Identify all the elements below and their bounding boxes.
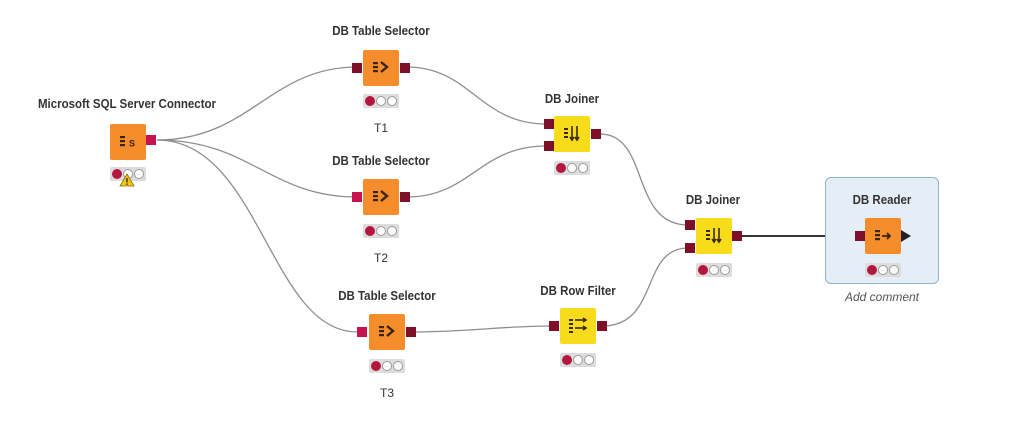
input-port-db[interactable] — [855, 231, 865, 241]
connection-t1-to-joiner1[interactable] — [406, 66, 547, 125]
status-light-yellow — [376, 226, 386, 236]
status-light-red — [365, 96, 375, 106]
connection-connector-to-t2[interactable] — [156, 139, 358, 198]
node-status-lights — [369, 359, 405, 373]
node-title: DB Row Filter — [540, 284, 616, 298]
connection-connector-to-t3[interactable] — [156, 139, 358, 333]
node-label[interactable]: T1 — [373, 121, 389, 135]
node-title: DB Table Selector — [332, 154, 430, 168]
add-comment-label[interactable]: Add comment — [844, 290, 920, 304]
node-title: Microsoft SQL Server Connector — [37, 97, 217, 111]
node-status-lights — [110, 167, 146, 181]
status-light-red — [867, 265, 877, 275]
database-connector-icon[interactable]: S — [110, 124, 146, 160]
input-port-db-right[interactable] — [685, 243, 695, 253]
node-status-lights — [696, 263, 732, 277]
node-title: DB Joiner — [685, 193, 741, 207]
connection-joiner1-to-joiner2[interactable] — [599, 133, 689, 226]
connection-t2-to-joiner1[interactable] — [406, 145, 547, 198]
status-light-red — [556, 163, 566, 173]
db-reader-icon[interactable] — [865, 218, 901, 254]
input-port-db-right[interactable] — [544, 141, 554, 151]
status-light-red — [112, 169, 122, 179]
node-title: DB Joiner — [544, 92, 600, 106]
input-port-connection[interactable] — [352, 192, 362, 202]
output-port-db[interactable] — [591, 129, 601, 139]
node-status-lights — [560, 353, 596, 367]
output-port-db[interactable] — [732, 231, 742, 241]
status-light-green — [387, 96, 397, 106]
db-joiner-icon[interactable] — [554, 116, 590, 152]
status-light-red — [371, 361, 381, 371]
connection-t3-to-rowfilter[interactable] — [411, 325, 553, 333]
output-port-db[interactable] — [406, 327, 416, 337]
output-port-db[interactable] — [400, 63, 410, 73]
status-light-yellow — [573, 355, 583, 365]
input-port-db-left[interactable] — [685, 220, 695, 230]
db-row-filter-icon[interactable] — [560, 308, 596, 344]
node-status-lights — [363, 94, 399, 108]
input-port-db[interactable] — [352, 63, 362, 73]
db-table-selector-icon[interactable] — [363, 179, 399, 215]
status-light-green — [134, 169, 144, 179]
db-joiner-icon[interactable] — [696, 218, 732, 254]
output-port-table[interactable] — [901, 230, 912, 242]
status-light-green — [578, 163, 588, 173]
node-status-lights — [865, 263, 901, 277]
node-status-lights — [363, 224, 399, 238]
input-port-db-left[interactable] — [544, 119, 554, 129]
status-light-red — [698, 265, 708, 275]
status-light-red — [365, 226, 375, 236]
node-label[interactable]: T2 — [373, 251, 389, 265]
node-title: DB Table Selector — [338, 289, 436, 303]
status-light-green — [584, 355, 594, 365]
status-light-green — [720, 265, 730, 275]
status-light-yellow — [878, 265, 888, 275]
db-table-selector-icon[interactable] — [369, 314, 405, 350]
connection-connector-to-t1[interactable] — [156, 66, 358, 141]
node-label[interactable]: T3 — [379, 386, 395, 400]
status-light-yellow — [382, 361, 392, 371]
input-port-connection[interactable] — [357, 327, 367, 337]
status-light-green — [387, 226, 397, 236]
svg-text:S: S — [129, 139, 135, 149]
node-title: DB Reader — [852, 193, 912, 207]
output-port-db[interactable] — [400, 192, 410, 202]
output-port-db[interactable] — [597, 321, 607, 331]
node-title: DB Table Selector — [332, 24, 430, 38]
status-light-green — [889, 265, 899, 275]
status-light-green — [393, 361, 403, 371]
warning-icon[interactable] — [119, 173, 135, 187]
status-light-red — [562, 355, 572, 365]
input-port-db[interactable] — [549, 321, 559, 331]
status-light-yellow — [709, 265, 719, 275]
db-table-selector-icon[interactable] — [363, 50, 399, 86]
node-status-lights — [554, 161, 590, 175]
status-light-yellow — [567, 163, 577, 173]
output-port-connection[interactable] — [146, 135, 156, 145]
status-light-yellow — [376, 96, 386, 106]
connection-rowfilter-to-joiner2[interactable] — [601, 247, 689, 327]
